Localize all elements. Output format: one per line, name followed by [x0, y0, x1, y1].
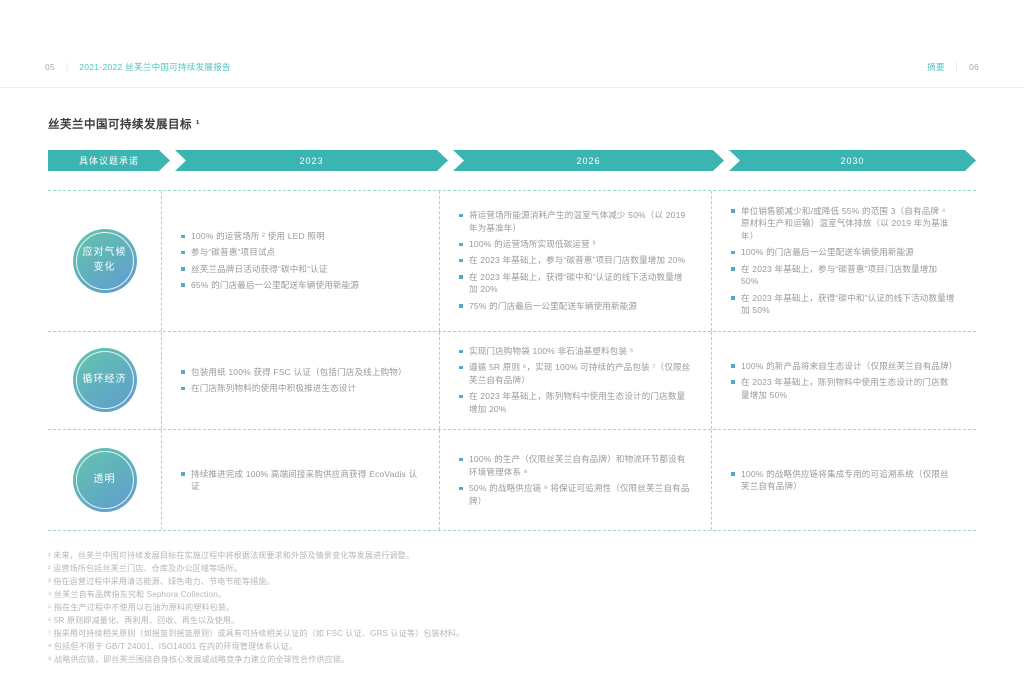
- topic-badge-label: 应对气候变化: [82, 247, 127, 273]
- goal-cell: 100% 的生产（仅限丝芙兰自有品牌）和物流环节都设有环境管理体系 ⁸ 50% 的…: [440, 430, 712, 531]
- footnote: ² 运营场所包括丝芙兰门店、仓库及办公区域等场所。: [48, 564, 242, 574]
- page-number-left: 05: [45, 62, 56, 72]
- topic-badge-label: 透明: [93, 474, 116, 485]
- goal-bullet: 100% 的战略供应链将集成专用的可追溯系统（仅限丝芙兰自有品牌）: [730, 468, 956, 494]
- footnote: ⁴ 丝芙兰自有品牌指东究和 Sephora Collection。: [48, 590, 227, 600]
- section-label: 摘要: [927, 62, 945, 72]
- goal-bullet: 在 2023 年基础上，参与“碳普惠”项目门店数量增加 20%: [458, 254, 691, 267]
- goal-list: 100% 的新产品将来自生态设计（仅限丝芙兰自有品牌） 在 2023 年基础上，陈…: [730, 356, 957, 405]
- footnotes: ¹ 未来，丝芙兰中国可持续发展目标在实施过程中将根据法规要求和外部及情景变化等发…: [48, 549, 976, 666]
- timeline-segment-2030: 2030: [729, 150, 976, 171]
- footnote: ³ 指在运营过程中采用清洁能源、绿色电力、节电节能等措施。: [48, 577, 275, 587]
- goals-row: 透明 持续推进完成 100% 高端间接采购供应商获得 EcoVadis 认证 100…: [48, 430, 976, 532]
- page-header: 05 ｜ 2021-2022 丝芙兰中国可持续发展报告 摘要 ｜ 06: [0, 0, 1024, 88]
- topic-badge: 应对气候变化: [72, 228, 137, 293]
- goal-bullet: 单位销售额减少和/或降低 55% 的范围 3（自有品牌 ⁴ 原材料生产和运输）温…: [730, 205, 956, 243]
- goal-cell: 100% 的新产品将来自生态设计（仅限丝芙兰自有品牌） 在 2023 年基础上，陈…: [712, 332, 976, 430]
- header-separator: ｜: [62, 62, 72, 72]
- goal-list: 包装用纸 100% 获得 FSC 认证（包括门店及线上购物） 在门店陈列物料的使用…: [180, 362, 419, 398]
- goal-bullet: 100% 的门店最后一公里配送车辆使用新能源: [730, 246, 956, 259]
- goal-cell: 100% 的运营场所 ² 使用 LED 照明参与“碳普惠”项目试点丝芙兰品牌日活…: [162, 191, 440, 331]
- goal-list: 实现门店购物袋 100% 非石油基塑料包装 ⁵ 遵循 5R 原则 ⁶，实现 100…: [458, 342, 691, 420]
- goal-cell: 包装用纸 100% 获得 FSC 认证（包括门店及线上购物） 在门店陈列物料的使用…: [162, 331, 440, 430]
- timeline-segment-2023: 2023: [175, 150, 448, 171]
- goal-bullet: 在 2023 年基础上，获得“碳中和”认证的线下活动数量增加 50%: [730, 292, 956, 318]
- content-area: 丝芙兰中国可持续发展目标 ¹ 具体议题承诺 2023 2026 2030 应对气…: [0, 88, 1024, 666]
- goal-bullet: 包装用纸 100% 获得 FSC 认证（包括门店及线上购物）: [180, 366, 419, 379]
- footnote: ⁶ 5R 原则即减量化、再利用、回收、再生以及使用。: [48, 616, 240, 626]
- topic-badge: 透明: [72, 448, 137, 513]
- goal-bullet: 在门店陈列物料的使用中积极推进生态设计: [180, 382, 419, 395]
- goal-bullet: 参与“碳普惠”项目试点: [180, 246, 419, 259]
- goal-bullet: 遵循 5R 原则 ⁶，实现 100% 可持续的产品包装 ⁷（仅限丝芙兰自有品牌）: [458, 361, 691, 387]
- report-title-link: 2021-2022 丝芙兰中国可持续发展报告: [79, 62, 231, 72]
- footnote: ⁵ 指在生产过程中不使用以石油为原料的塑料包装。: [48, 603, 235, 613]
- topic-badge-cell: 循环经济: [48, 331, 162, 430]
- footnote: ⁸ 包括但不限于 GB/T 24001、ISO14001 在内的环境管理体系认证…: [48, 642, 298, 652]
- goals-table-body: 应对气候变化 100% 的运营场所 ² 使用 LED 照明参与“碳普惠”项目试点丝…: [48, 190, 976, 532]
- goal-list: 100% 的战略供应链将集成专用的可追溯系统（仅限丝芙兰自有品牌）: [730, 464, 956, 497]
- goal-bullet: 100% 的新产品将来自生态设计（仅限丝芙兰自有品牌）: [730, 360, 957, 373]
- goals-row: 循环经济 包装用纸 100% 获得 FSC 认证（包括门店及线上购物） 在门店陈列物…: [48, 331, 976, 431]
- header-separator-right: ｜: [952, 62, 962, 72]
- goal-bullet: 100% 的运营场所 ² 使用 LED 照明: [180, 230, 419, 243]
- goal-bullet: 持续推进完成 100% 高端间接采购供应商获得 EcoVadis 认证: [180, 468, 419, 494]
- goal-cell: 持续推进完成 100% 高端间接采购供应商获得 EcoVadis 认证: [162, 430, 440, 531]
- goal-bullet: 在 2023 年基础上，陈列物料中使用生态设计的门店数量增加 50%: [730, 376, 956, 402]
- goal-bullet: 75% 的门店最后一公里配送车辆使用新能源: [458, 300, 691, 313]
- footnote: ⁷ 指采用可持续相关原则（如摇篮到摇篮原则）或具有可持续相关认证的（如 FSC …: [48, 629, 465, 639]
- goal-bullet: 丝芙兰品牌日活动获得“碳中和”认证: [180, 263, 419, 276]
- goal-bullet: 在 2023 年基础上，陈列物料中使用生态设计的门店数量增加 20%: [458, 390, 691, 416]
- header-left: 05 ｜ 2021-2022 丝芙兰中国可持续发展报告: [45, 61, 231, 73]
- footnote: ⁹ 战略供应链，即丝芙兰围绕自身核心发展或战略竞争力建立的全球性合作供应链。: [48, 655, 350, 665]
- goal-list: 单位销售额减少和/或降低 55% 的范围 3（自有品牌 ⁴ 原材料生产和运输）温…: [730, 201, 956, 321]
- topic-badge: 循环经济: [72, 348, 137, 413]
- topic-badge-cell: 透明: [48, 430, 162, 531]
- goal-bullet: 将运营场所能源消耗产生的温室气体减少 50%（以 2019 年为基准年）: [458, 209, 691, 235]
- topic-badge-label: 循环经济: [82, 374, 127, 386]
- goal-list: 将运营场所能源消耗产生的温室气体减少 50%（以 2019 年为基准年） 100%…: [458, 206, 691, 316]
- page-number-right: 06: [968, 62, 979, 72]
- footnote: ¹ 未来，丝芙兰中国可持续发展目标在实施过程中将根据法规要求和外部及情景变化等发…: [48, 551, 415, 561]
- goal-list: 100% 的生产（仅限丝芙兰自有品牌）和物流环节都设有环境管理体系 ⁸ 50% 的…: [458, 450, 691, 512]
- goals-row: 应对气候变化 100% 的运营场所 ² 使用 LED 照明参与“碳普惠”项目试点丝…: [48, 191, 976, 332]
- goal-list: 100% 的运营场所 ² 使用 LED 照明参与“碳普惠”项目试点丝芙兰品牌日活…: [180, 227, 419, 296]
- timeline-segment-2026: 2026: [453, 150, 724, 171]
- goal-cell: 单位销售额减少和/或降低 55% 的范围 3（自有品牌 ⁴ 原材料生产和运输）温…: [712, 191, 976, 331]
- goal-bullet: 100% 的生产（仅限丝芙兰自有品牌）和物流环节都设有环境管理体系 ⁸: [458, 453, 691, 479]
- page-title: 丝芙兰中国可持续发展目标 ¹: [48, 119, 201, 131]
- header-right: 摘要 ｜ 06: [927, 61, 979, 73]
- goal-bullet: 65% 的门店最后一公里配送车辆使用新能源: [180, 279, 419, 292]
- goal-cell: 将运营场所能源消耗产生的温室气体减少 50%（以 2019 年为基准年） 100%…: [440, 191, 712, 331]
- goal-bullet: 100% 的运营场所实现低碳运营 ³: [458, 238, 691, 251]
- goal-bullet: 50% 的战略供应链 ⁹ 将保证可追溯性（仅限丝芙兰自有品牌）: [458, 482, 691, 508]
- timeline-segment-commitments: 具体议题承诺: [48, 150, 170, 171]
- goal-bullet: 在 2023 年基础上，参与“碳普惠”项目门店数量增加 50%: [730, 263, 956, 289]
- goal-cell: 100% 的战略供应链将集成专用的可追溯系统（仅限丝芙兰自有品牌）: [712, 430, 976, 530]
- topic-badge-cell: 应对气候变化: [48, 191, 162, 331]
- goal-bullet: 在 2023 年基础上，获得“碳中和”认证的线下活动数量增加 20%: [458, 271, 691, 297]
- goal-bullet: 实现门店购物袋 100% 非石油基塑料包装 ⁵: [458, 345, 691, 358]
- goal-list: 持续推进完成 100% 高端间接采购供应商获得 EcoVadis 认证: [180, 464, 419, 497]
- goal-cell: 实现门店购物袋 100% 非石油基塑料包装 ⁵ 遵循 5R 原则 ⁶，实现 100…: [440, 331, 712, 430]
- timeline-header: 具体议题承诺 2023 2026 2030: [48, 150, 976, 171]
